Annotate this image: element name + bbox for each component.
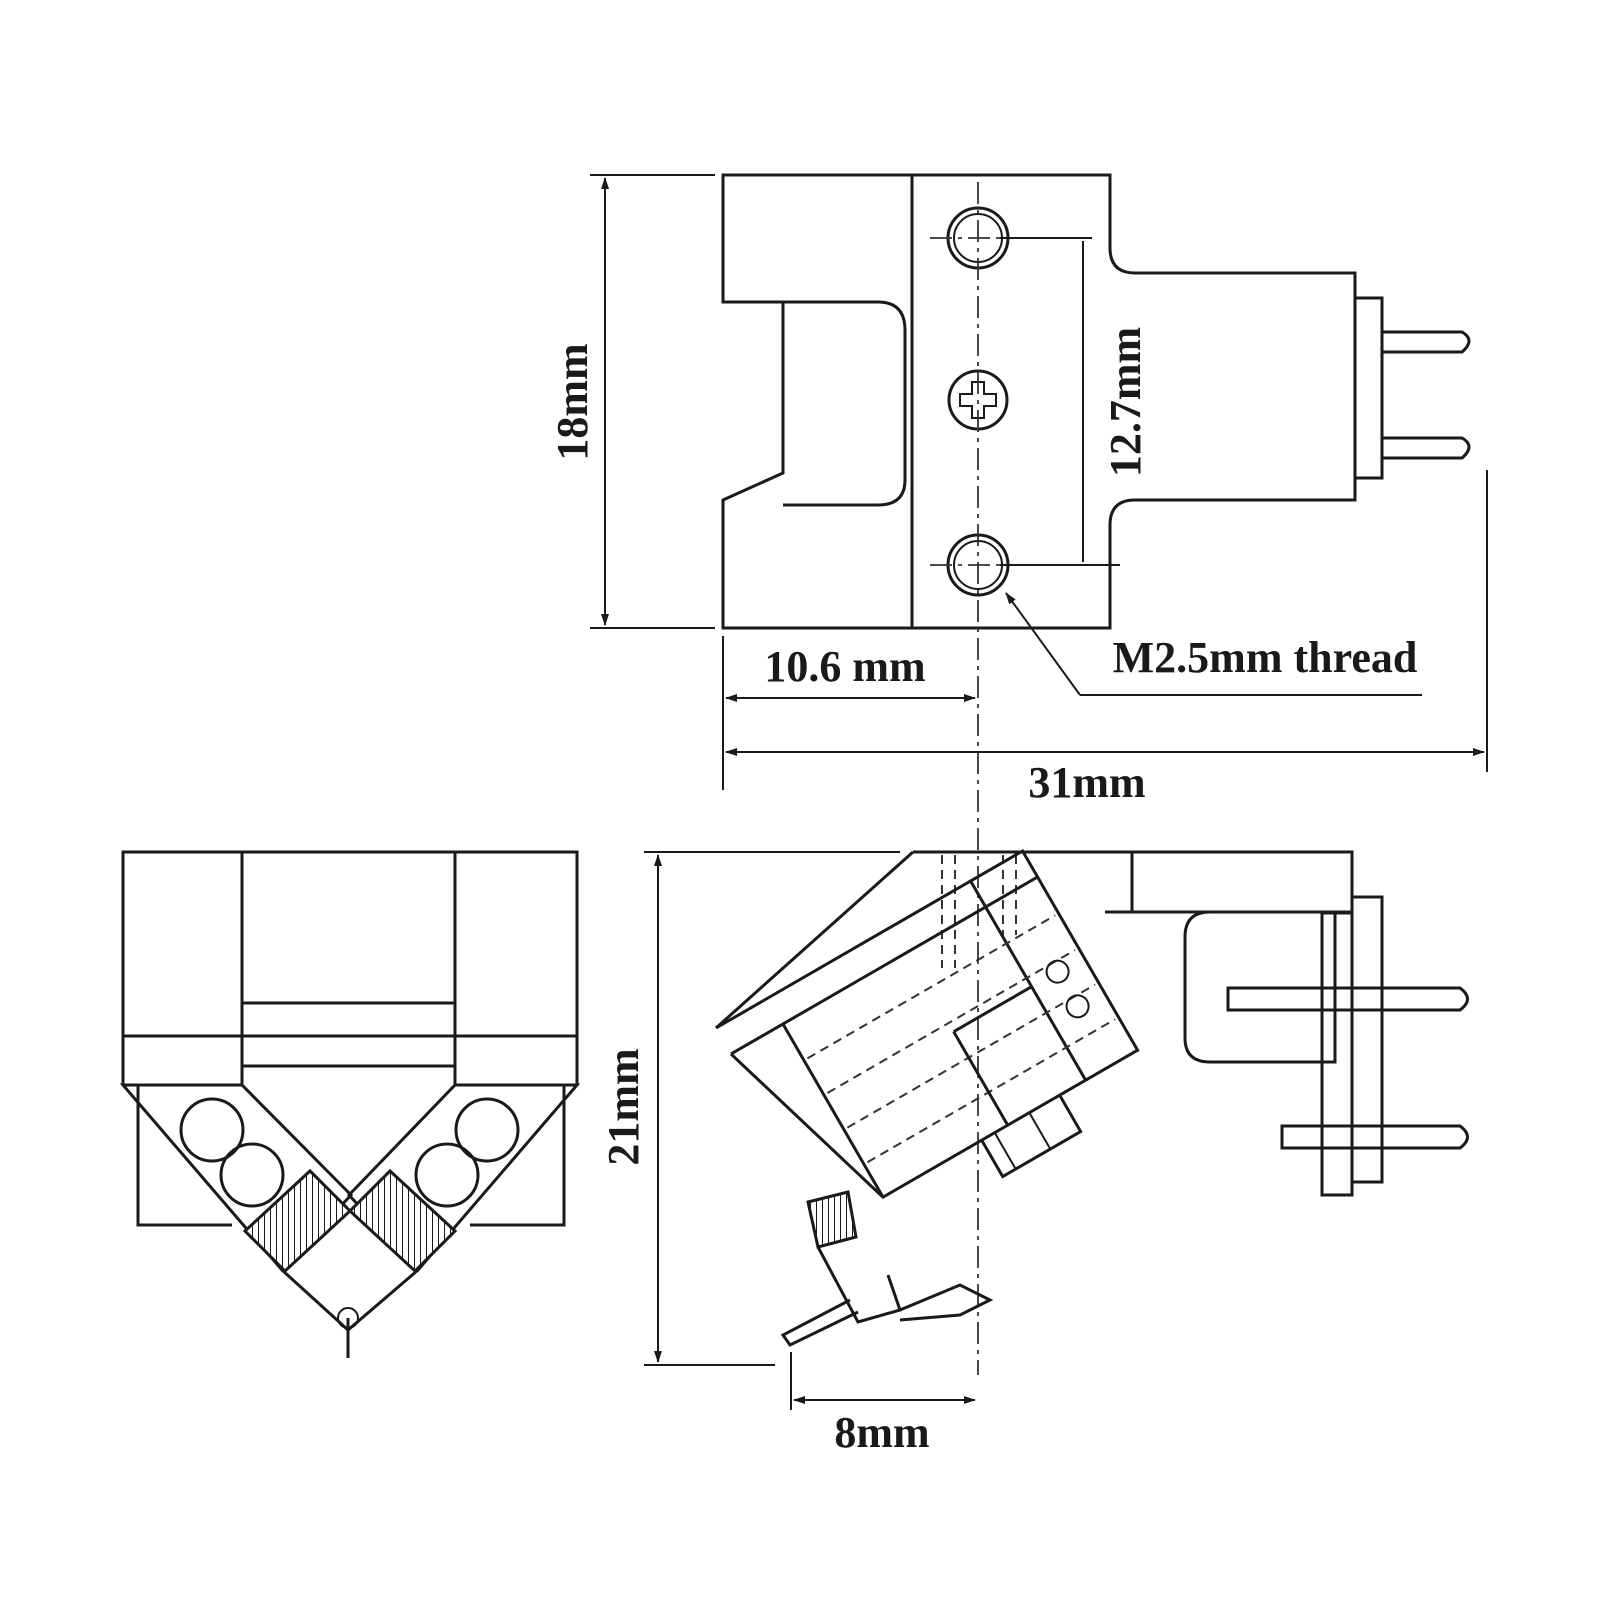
label-height-side: 21mm bbox=[599, 1048, 648, 1165]
side-view: 21mm 8mm bbox=[599, 848, 1469, 1457]
label-stylus-offset: 8mm bbox=[834, 1408, 929, 1457]
label-length: 31mm bbox=[1028, 758, 1145, 807]
top-view-body bbox=[721, 173, 1471, 630]
side-view-body bbox=[715, 850, 1354, 1064]
right-coil-arm bbox=[346, 1083, 581, 1274]
label-thread: M2.5mm thread bbox=[1113, 633, 1418, 682]
top-view: 18mm 12.7mm 10.6 mm M2.5mm thread 31mm bbox=[548, 173, 1488, 1375]
dimension-hole-spacing bbox=[1000, 237, 1120, 566]
dimension-stylus-offset bbox=[790, 1352, 976, 1410]
dimension-front-to-hole bbox=[722, 636, 976, 790]
cantilever bbox=[780, 1246, 994, 1347]
mounting-screw-hidden bbox=[941, 855, 1017, 968]
generator-housing bbox=[715, 848, 1140, 1200]
dimension-height-top bbox=[590, 174, 715, 629]
label-hole-spacing: 12.7mm bbox=[1101, 327, 1150, 477]
label-height-top: 18mm bbox=[548, 343, 597, 460]
terminal-block bbox=[1226, 895, 1469, 1197]
dimension-height-side bbox=[644, 851, 900, 1366]
front-stylus bbox=[337, 1307, 359, 1358]
thread-leader bbox=[1005, 592, 1422, 696]
front-view bbox=[119, 850, 581, 1358]
dimension-length bbox=[725, 470, 1488, 772]
label-front-to-hole: 10.6 mm bbox=[764, 642, 925, 691]
side-knurl bbox=[806, 1190, 858, 1249]
left-coil-arm bbox=[119, 1083, 354, 1274]
